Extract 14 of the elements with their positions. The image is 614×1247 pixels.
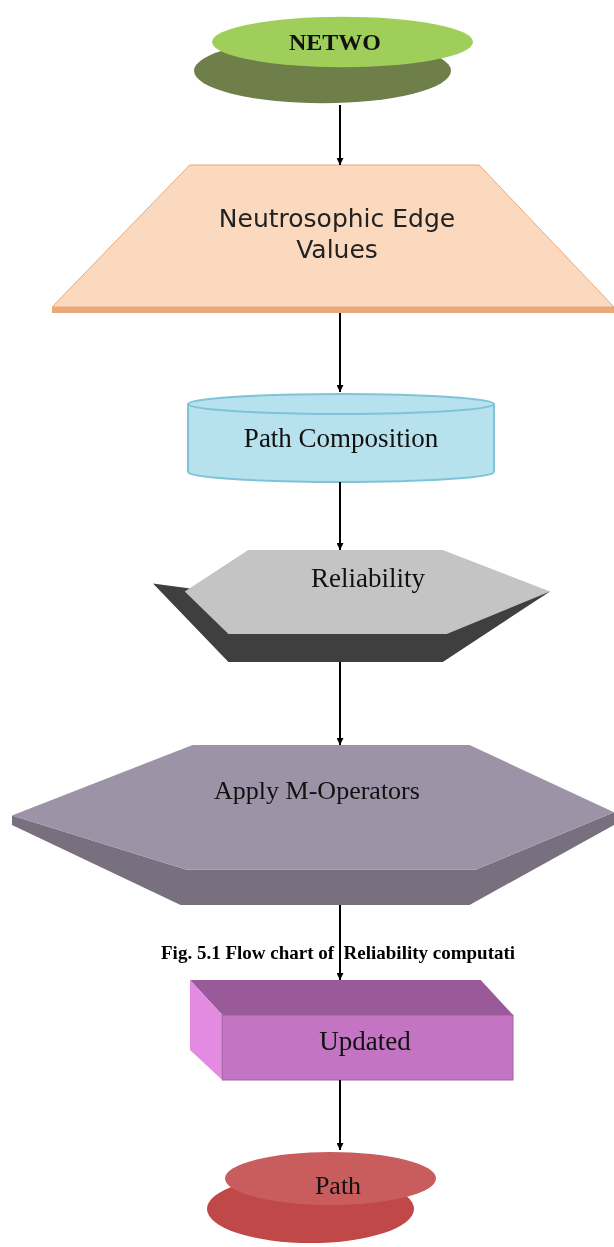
arrow (336, 904, 344, 981)
arrow (336, 312, 344, 393)
arrow (336, 481, 344, 551)
arrow (336, 661, 344, 746)
node-label: Path Composition (242, 422, 440, 455)
arrow (336, 1079, 344, 1151)
figure-caption: Fig. 5.1 Flow chart of Reliability computati (161, 942, 516, 964)
node-label: Apply M-Operators (213, 775, 421, 807)
node-label: Updated (318, 1025, 412, 1058)
node-label: Neutrosophic Edge Values (217, 203, 457, 266)
node-label: Path (313, 1170, 363, 1202)
node-label: Reliability (310, 562, 426, 595)
arrow (336, 104, 344, 166)
node-label: NETWO (288, 28, 382, 57)
